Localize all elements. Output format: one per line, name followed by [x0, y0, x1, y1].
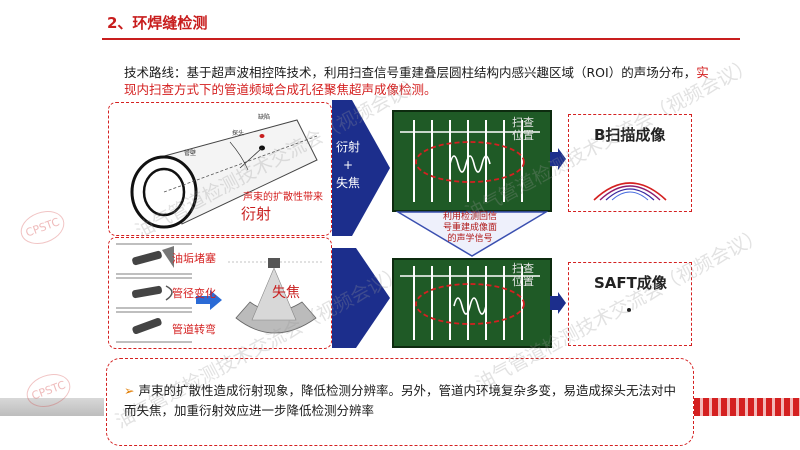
page-title: 2、环焊缝检测 [107, 14, 208, 32]
arrow-label-plus: + [342, 158, 354, 172]
conclusion-text: ➢声束的扩散性造成衍射现象，降低检测分辨率。另外，管道内环境复杂多变，易造成探头… [124, 381, 680, 421]
small-right-arrow-upper [550, 148, 566, 170]
beam-caption: 声束的扩散性带来 [243, 192, 323, 203]
saft-graphic [400, 266, 540, 340]
obstacle-label-bend: 管道转弯 [172, 323, 216, 336]
obstacles-diagram-box [108, 237, 332, 349]
diffraction-label: 衍射 [241, 205, 272, 223]
arrow-label-defocus: 失焦 [335, 176, 360, 190]
saft-title: SAFT成像 [594, 274, 667, 292]
pipe-diagram-box [108, 102, 332, 236]
obstacle-label-diameter: 管径变化 [172, 287, 216, 300]
large-right-arrow [332, 100, 390, 236]
b-scan-result-box [568, 114, 692, 212]
saft-panel [392, 258, 552, 348]
pipe-illustration [130, 119, 318, 229]
route-highlight: 实现内扫查方式下的管道频域合成孔径聚焦超声成像检测。 [124, 65, 709, 97]
logo-watermark-left: CPSTC [16, 205, 70, 250]
b-scan-image [593, 182, 667, 201]
technical-route-text: 技术路线：基于超声波相控阵技术，利用扫查信号重建叠层圆柱结构内感兴趣区域（ROI… [124, 64, 714, 98]
bullet-arrow-icon: ➢ [124, 383, 135, 398]
bottom-right-stripe [694, 398, 800, 416]
scan-position-label-upper: 扫查位置 [512, 116, 534, 142]
conclusion-box [106, 358, 694, 446]
pipe-label-defect: 缺陷 [258, 114, 271, 121]
route-text: 技术路线：基于超声波相控阵技术，利用扫查信号重建叠层圆柱结构内感兴趣区域（ROI… [124, 65, 697, 80]
b-scan-graphic [400, 120, 540, 202]
small-right-arrow-lower [550, 292, 566, 314]
pipe-label-wall: 管壁 [184, 150, 197, 157]
title-divider [102, 38, 740, 40]
conclusion-body: 声束的扩散性造成衍射现象，降低检测分辨率。另外，管道内环境复杂多变，易造成探头无… [124, 383, 676, 418]
down-arrow [396, 211, 548, 257]
bottom-left-stripe [0, 398, 104, 416]
scan-position-label-lower: 扫查位置 [512, 262, 534, 288]
saft-result-box [568, 262, 692, 346]
arrow-label-diffraction: 衍射 [335, 140, 360, 154]
saft-point [627, 308, 631, 312]
obstacle-label-grease: 油垢堵塞 [172, 252, 216, 265]
pipe-label-probe: 探头 [232, 130, 245, 137]
down-arrow-label: 利用检测回信号重建成像面的声学信号 [442, 212, 497, 244]
obstacles-illustration [116, 243, 322, 343]
defocus-label: 失焦 [272, 285, 300, 301]
large-right-arrow-lower [332, 248, 390, 348]
b-scan-title: B扫描成像 [594, 126, 666, 144]
